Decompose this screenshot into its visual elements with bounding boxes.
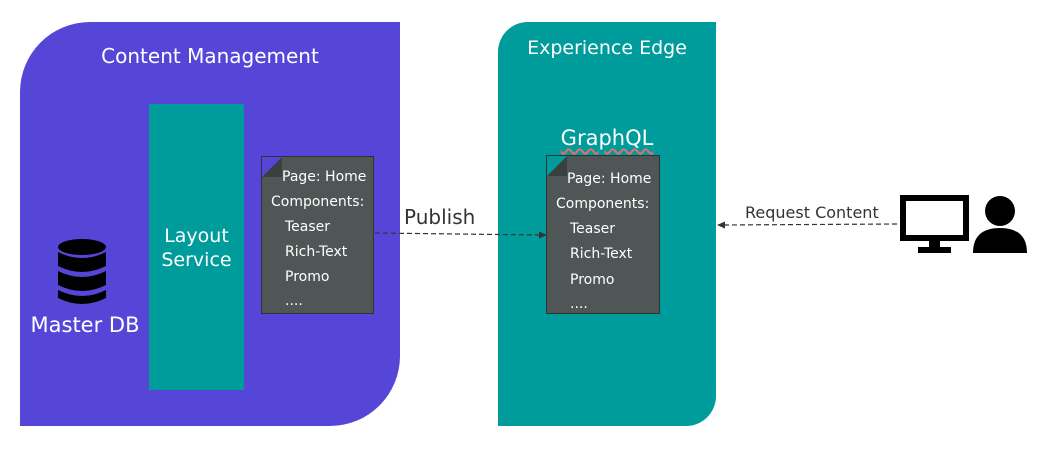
monitor-icon xyxy=(900,195,969,253)
user-icon xyxy=(973,196,1027,253)
publish-arrowhead xyxy=(539,231,547,239)
doc-component-item: Teaser xyxy=(285,219,331,235)
master-db-label: Master DB xyxy=(30,313,140,337)
doc-component-item: Rich-Text xyxy=(570,246,633,262)
document-fold xyxy=(547,156,567,176)
graphql-label: GraphQL xyxy=(498,126,716,150)
graphql-text: GraphQL xyxy=(560,126,654,150)
request-content-label: Request Content xyxy=(745,203,879,222)
doc-components-label: Components: xyxy=(271,194,365,210)
layout-service-label-line1: Layout xyxy=(164,225,229,247)
doc-component-item: .... xyxy=(285,293,303,309)
layout-service-block xyxy=(149,104,244,390)
layout-document-card: Page: Home Components: Teaser Rich-Text … xyxy=(261,156,374,314)
layout-service-label-line2: Service xyxy=(161,249,232,271)
experience-edge-title: Experience Edge xyxy=(527,37,687,59)
doc-page-label: Page: Home xyxy=(567,171,652,187)
database-icon xyxy=(58,239,106,304)
doc-page-label: Page: Home xyxy=(282,169,367,185)
doc-component-item: Promo xyxy=(285,269,330,285)
document-fold xyxy=(262,157,282,177)
content-management-title: Content Management xyxy=(101,44,319,68)
graphql-document-card: Page: Home Components: Teaser Rich-Text … xyxy=(546,155,660,314)
doc-component-item: Promo xyxy=(570,272,615,288)
layout-service-label: Layout Service xyxy=(149,224,244,272)
publish-label: Publish xyxy=(404,205,476,229)
publish-arrow xyxy=(374,232,541,236)
doc-component-item: Rich-Text xyxy=(285,244,348,260)
doc-component-item: Teaser xyxy=(570,221,616,237)
doc-component-item: .... xyxy=(570,296,588,312)
request-arrowhead xyxy=(717,221,725,229)
doc-components-label: Components: xyxy=(556,196,650,212)
request-arrow xyxy=(723,223,898,226)
